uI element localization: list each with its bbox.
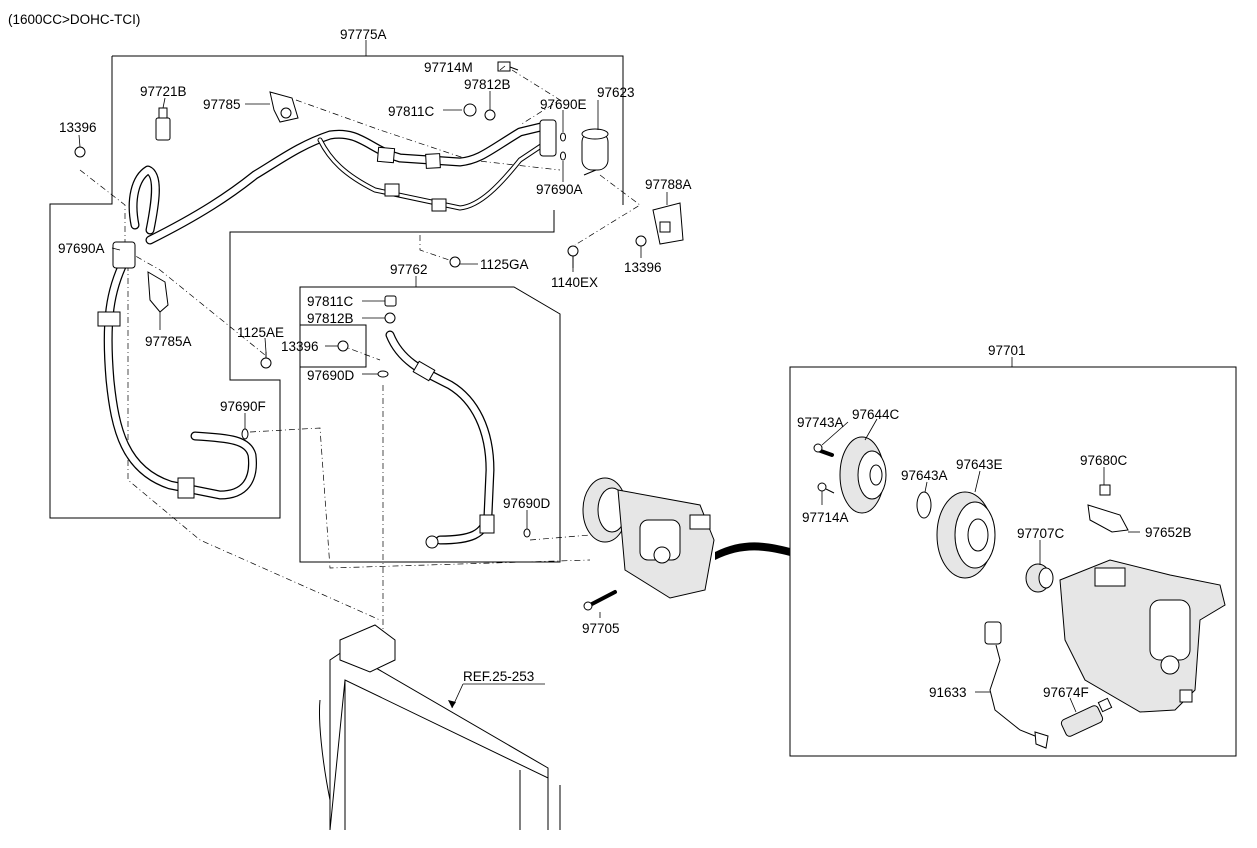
bracket-97785 — [269, 91, 299, 123]
liquid-tube — [385, 330, 495, 549]
discharge-pipe — [317, 137, 553, 212]
o-ring-97690F — [241, 428, 249, 440]
compressor-body — [1059, 559, 1226, 713]
leader-lines — [78, 65, 1140, 713]
engine-variant-label: (1600CC>DOHC-TCI) — [8, 12, 140, 27]
callout-1125AE: 1125AE — [237, 325, 284, 340]
callout-97690A-top: 97690A — [536, 182, 583, 197]
nut-97812B-mid — [384, 312, 396, 324]
callout-97714M: 97714M — [424, 60, 473, 75]
callout-97707C: 97707C — [1017, 526, 1065, 541]
group-97701-frame — [789, 357, 1237, 757]
callout-97785A: 97785A — [145, 334, 192, 349]
callout-97812B-top: 97812B — [464, 77, 511, 92]
bolt-1125GA — [449, 256, 461, 268]
callout-97623: 97623 — [597, 85, 635, 100]
condenser — [318, 624, 561, 831]
o-ring-97690D-top — [377, 370, 389, 378]
callout-97743A: 97743A — [797, 415, 844, 430]
callout-97690D-right: 97690D — [503, 496, 551, 511]
valve-97674F — [1060, 697, 1113, 737]
callout-13396-left: 13396 — [59, 120, 97, 135]
callout-97643E: 97643E — [956, 457, 1003, 472]
cap-97811C-top — [463, 103, 477, 117]
callout-97812B-mid: 97812B — [307, 311, 354, 326]
callout-labels: 97714M 97812B 97785 97811C 97690E 97623 … — [58, 60, 1192, 700]
callout-97680C: 97680C — [1080, 453, 1128, 468]
bolt-97680C — [1099, 484, 1111, 496]
snap-ring-97643A — [916, 491, 932, 519]
callout-97690A-left: 97690A — [58, 241, 105, 256]
o-ring-97690D-right — [523, 528, 531, 538]
callout-97674F: 97674F — [1043, 685, 1089, 700]
callout-97811C-mid: 97811C — [307, 294, 354, 309]
callout-97705: 97705 — [582, 621, 620, 636]
callout-97652B: 97652B — [1145, 525, 1192, 540]
group-label-97701: 97701 — [988, 343, 1026, 358]
left-suction-hose — [97, 165, 258, 500]
cap-97811C-mid — [384, 295, 397, 307]
pulley-97643E — [936, 491, 996, 579]
nut-97812B-top — [484, 109, 496, 121]
callout-91633: 91633 — [929, 685, 967, 700]
bracket-97652B — [1087, 504, 1129, 533]
callout-ref-25-253: REF.25-253 — [463, 669, 534, 684]
callout-97690E: 97690E — [540, 97, 587, 112]
small-fitting-97690A — [112, 241, 136, 269]
callout-13396-mid: 13396 — [281, 339, 319, 354]
callout-1140EX: 1140EX — [551, 275, 598, 290]
suction-hose — [145, 121, 550, 245]
pointer-arrow — [715, 542, 790, 560]
bolt-97743A — [813, 443, 834, 457]
nut-13396-left — [74, 146, 86, 158]
callout-97690F: 97690F — [220, 399, 266, 414]
bolt-97714A — [817, 482, 835, 494]
block-fitting — [539, 119, 557, 157]
o-rings-97690E — [560, 132, 566, 161]
hub-97644C — [839, 436, 887, 514]
callout-1125GA: 1125GA — [480, 257, 529, 272]
callout-97721B: 97721B — [140, 84, 187, 99]
callout-97643A: 97643A — [901, 468, 948, 483]
nut-13396-right — [635, 235, 647, 247]
group-97775A-frame — [49, 40, 624, 519]
pressure-switch-97721B — [155, 107, 171, 141]
bolt-1125AE — [260, 352, 272, 369]
callout-97788A: 97788A — [645, 177, 692, 192]
callout-97785: 97785 — [203, 97, 241, 112]
callout-97714A: 97714A — [802, 510, 849, 525]
bracket-97785A — [147, 271, 169, 313]
callout-97690D-top: 97690D — [307, 368, 355, 383]
group-label-97775A: 97775A — [340, 27, 387, 42]
receiver-drier-97623 — [581, 128, 609, 176]
bracket-97788A — [652, 202, 684, 245]
nut-13396-mid — [337, 340, 349, 352]
compressor-installed — [582, 477, 715, 599]
bolt-97705 — [583, 590, 617, 611]
harness-91633 — [984, 621, 1049, 749]
reference-lines — [79, 69, 641, 640]
callout-97644C: 97644C — [852, 407, 900, 422]
coil-97707C — [1025, 563, 1054, 593]
group-label-97762: 97762 — [390, 262, 428, 277]
bolt-1140EX — [567, 245, 579, 268]
group-97762-frame — [299, 276, 561, 563]
callout-97811C-top: 97811C — [388, 104, 435, 119]
callout-13396-right: 13396 — [624, 260, 662, 275]
